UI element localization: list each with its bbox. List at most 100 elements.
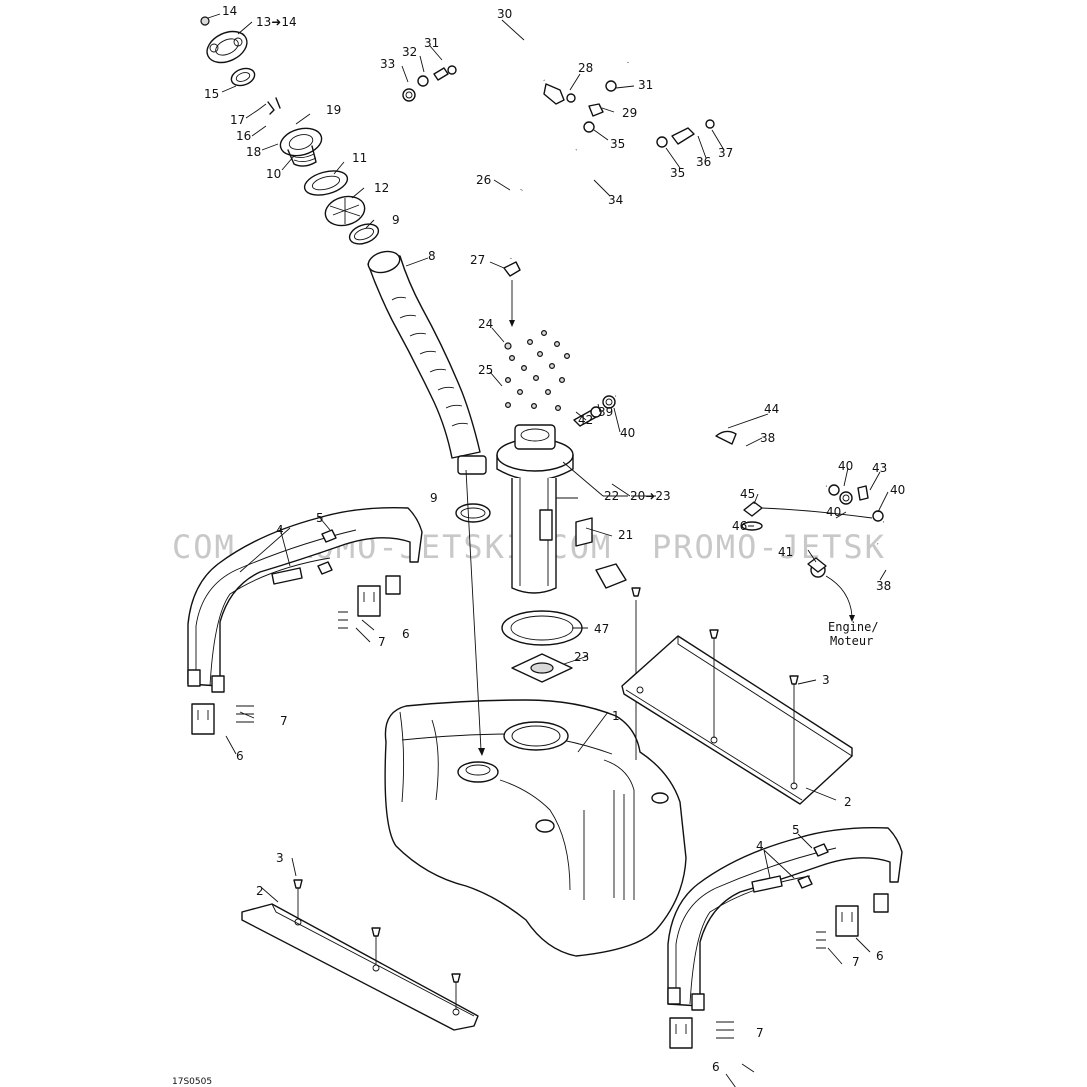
callout-12: 12 xyxy=(374,181,389,195)
drawing-reference: 17S0505 xyxy=(172,1077,212,1087)
hose-clamp-27 xyxy=(503,261,521,277)
callout-47: 47 xyxy=(594,622,609,636)
pump-leaders xyxy=(556,461,656,537)
engine-label-line2: Moteur xyxy=(830,634,873,648)
hose-clamp-top xyxy=(348,223,380,245)
callout-8: 8 xyxy=(428,249,436,263)
engine-note: Engine/ Moteur xyxy=(828,620,879,648)
callout-leaders xyxy=(207,13,889,1087)
strap-right xyxy=(667,827,903,1011)
callout-38a: 38 xyxy=(760,431,775,445)
callout-41: 41 xyxy=(778,545,793,559)
callout-27: 27 xyxy=(470,253,485,267)
callout-28: 28 xyxy=(578,61,593,75)
callout-2a: 2 xyxy=(844,795,852,809)
callout-19: 19 xyxy=(326,103,341,117)
check-valve xyxy=(671,127,695,145)
callout-31b: 31 xyxy=(638,78,653,92)
callout-29: 29 xyxy=(622,106,637,120)
callout-3a: 3 xyxy=(822,673,830,687)
callout-9a: 9 xyxy=(392,213,400,227)
callout-40c: 40 xyxy=(890,483,905,497)
callout-5b: 5 xyxy=(792,823,800,837)
callout-43: 43 xyxy=(872,461,887,475)
callout-23: 23 xyxy=(574,650,589,664)
callout-34: 34 xyxy=(608,193,623,207)
callout-14a: 14 xyxy=(222,4,237,18)
callout-35b: 35 xyxy=(670,166,685,180)
callout-45: 45 xyxy=(740,487,755,501)
callout-6d: 6 xyxy=(712,1060,720,1074)
callout-46: 46 xyxy=(732,519,747,533)
filler-cap-group xyxy=(200,16,380,245)
cap-insert xyxy=(200,16,210,26)
callout-44: 44 xyxy=(764,402,779,416)
callout-4a: 4 xyxy=(276,523,284,537)
callout-7c: 7 xyxy=(852,955,860,969)
callouts: 14 13➜14 15 17 16 18 19 10 11 12 9 8 30 … xyxy=(204,4,905,1074)
fuel-pump-holes xyxy=(504,330,570,412)
callout-6a: 6 xyxy=(402,627,410,641)
skid-plate-right xyxy=(621,629,853,805)
engine-label-line1: Engine/ xyxy=(828,620,879,634)
callout-24: 24 xyxy=(478,317,493,331)
callout-16: 16 xyxy=(236,129,251,143)
line-clip xyxy=(715,430,737,445)
callout-7a: 7 xyxy=(378,635,386,649)
vent-hoses xyxy=(402,35,715,327)
callout-26: 26 xyxy=(476,173,491,187)
filler-neck xyxy=(279,127,323,157)
callout-9b: 9 xyxy=(430,491,438,505)
callout-5a: 5 xyxy=(316,511,324,525)
fuel-tank xyxy=(384,699,687,957)
callout-18: 18 xyxy=(246,145,261,159)
callout-22: 22 xyxy=(604,489,619,503)
tank-filler-leader xyxy=(465,469,482,751)
strap-left xyxy=(187,507,423,693)
hose-clamp-9-lower xyxy=(455,503,491,523)
callout-25: 25 xyxy=(478,363,493,377)
filler-cap xyxy=(206,30,248,64)
fuel-pump-module xyxy=(496,395,627,594)
callout-40b: 40 xyxy=(838,459,853,473)
callout-32: 32 xyxy=(402,45,417,59)
callout-7b: 7 xyxy=(280,714,288,728)
skid-plate-left xyxy=(241,879,479,1031)
callout-30: 30 xyxy=(497,7,512,21)
cap-seal xyxy=(230,67,256,87)
brackets-right xyxy=(669,905,859,1049)
watermark-right: PROMO-JETSK xyxy=(652,528,886,566)
fuel-supply-line xyxy=(615,391,911,622)
callout-3b: 3 xyxy=(276,851,284,865)
callout-4b: 4 xyxy=(756,839,764,853)
callout-6b: 6 xyxy=(236,749,244,763)
callout-36: 36 xyxy=(696,155,711,169)
callout-40d: 40 xyxy=(826,505,841,519)
callout-10: 10 xyxy=(266,167,281,181)
pump-gasket xyxy=(501,610,583,646)
callout-15: 15 xyxy=(204,87,219,101)
callout-42: 42 xyxy=(578,413,593,427)
callout-40a: 40 xyxy=(620,426,635,440)
callout-38b: 38 xyxy=(876,579,891,593)
callout-11: 11 xyxy=(352,151,367,165)
outlet-elbow xyxy=(595,563,627,589)
callout-37: 37 xyxy=(718,146,733,160)
neck-gasket xyxy=(303,170,349,196)
callout-7d: 7 xyxy=(756,1026,764,1040)
callout-2b: 2 xyxy=(256,884,264,898)
callout-6c: 6 xyxy=(876,949,884,963)
callout-20: 20➜23 xyxy=(630,489,671,503)
callout-13: 13➜14 xyxy=(256,15,297,29)
callout-31a: 31 xyxy=(424,36,439,50)
callout-35a: 35 xyxy=(610,137,625,151)
callout-21: 21 xyxy=(618,528,633,542)
filler-hose xyxy=(367,250,487,475)
callout-33: 33 xyxy=(380,57,395,71)
pump-plate xyxy=(511,653,573,683)
callout-1: 1 xyxy=(612,709,620,723)
callout-17: 17 xyxy=(230,113,245,127)
callout-39: 39 xyxy=(598,405,613,419)
